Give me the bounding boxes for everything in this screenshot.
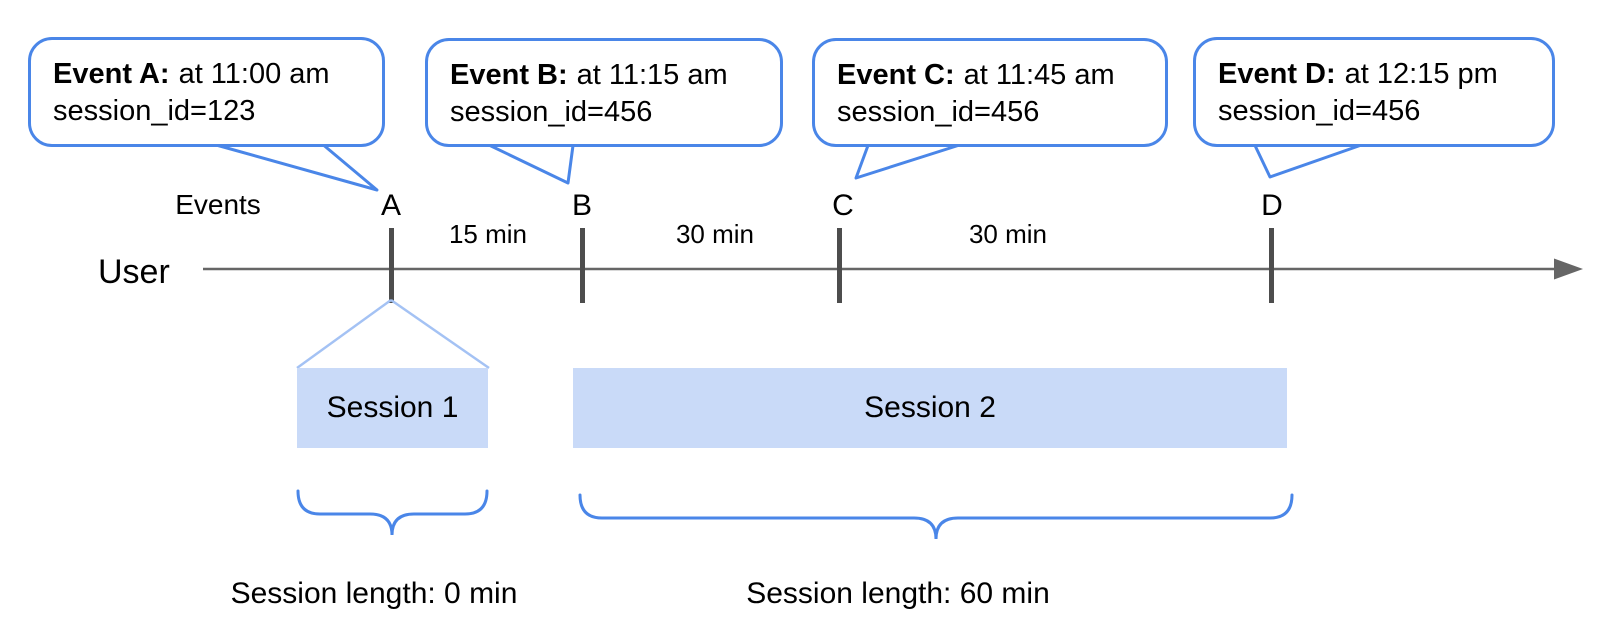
callout-event-a-line1: Event A:at 11:00 am xyxy=(53,56,374,93)
event-marker-c: C xyxy=(832,189,854,222)
funnel-line-left xyxy=(296,298,392,370)
session-2-bar: Session 2 xyxy=(573,368,1287,448)
session-2-name: Session 2 xyxy=(864,391,996,424)
event-a-label: Event A: xyxy=(53,58,170,90)
callout-event-d: Event D:at 12:15 pm session_id=456 xyxy=(1193,37,1555,147)
session-1-length-label: Session length: 0 min xyxy=(230,577,518,610)
session-1-name: Session 1 xyxy=(326,391,459,424)
event-d-label: Event D: xyxy=(1218,58,1336,90)
callout-event-d-line1: Event D:at 12:15 pm xyxy=(1218,56,1544,93)
callout-d-tail-icon xyxy=(1253,144,1362,179)
brace-session-2 xyxy=(578,493,1294,540)
event-a-session-id: session_id=123 xyxy=(53,95,256,127)
event-b-label: Event B: xyxy=(450,59,568,91)
interval-a-b-label: 15 min xyxy=(448,219,528,249)
event-b-time: at 11:15 am xyxy=(576,59,728,91)
event-c-label: Event C: xyxy=(837,59,955,91)
event-a-time: at 11:00 am xyxy=(178,58,330,90)
event-d-time: at 12:15 pm xyxy=(1344,58,1498,90)
callout-event-c: Event C:at 11:45 am session_id=456 xyxy=(812,38,1168,147)
event-marker-d: D xyxy=(1261,189,1283,222)
event-c-time: at 11:45 am xyxy=(963,59,1115,91)
interval-b-c-label: 30 min xyxy=(675,219,755,249)
session-2-length-label: Session length: 60 min xyxy=(746,577,1050,610)
event-d-session-id: session_id=456 xyxy=(1218,95,1421,127)
callout-event-c-line1: Event C:at 11:45 am xyxy=(837,57,1157,94)
callout-event-b-line1: Event B:at 11:15 am xyxy=(450,57,772,94)
event-c-session-id: session_id=456 xyxy=(837,96,1040,128)
callout-c-tail-icon xyxy=(854,144,960,180)
event-marker-b: B xyxy=(571,189,593,222)
funnel-line-right xyxy=(390,298,490,370)
interval-c-d-label: 30 min xyxy=(968,219,1048,249)
callout-event-a: Event A:at 11:00 am session_id=123 xyxy=(28,37,385,147)
event-b-session-id: session_id=456 xyxy=(450,96,653,128)
brace-session-1 xyxy=(296,489,489,536)
callout-event-b: Event B:at 11:15 am session_id=456 xyxy=(425,38,783,147)
timeline-arrowhead-icon xyxy=(1554,258,1583,280)
events-row-label: Events xyxy=(175,189,261,220)
user-lane-label: User xyxy=(98,253,170,291)
event-marker-a: A xyxy=(380,189,402,222)
callout-a-tail-icon xyxy=(216,144,379,192)
session-1-bar: Session 1 xyxy=(297,368,488,448)
callout-b-tail-icon xyxy=(488,144,575,185)
